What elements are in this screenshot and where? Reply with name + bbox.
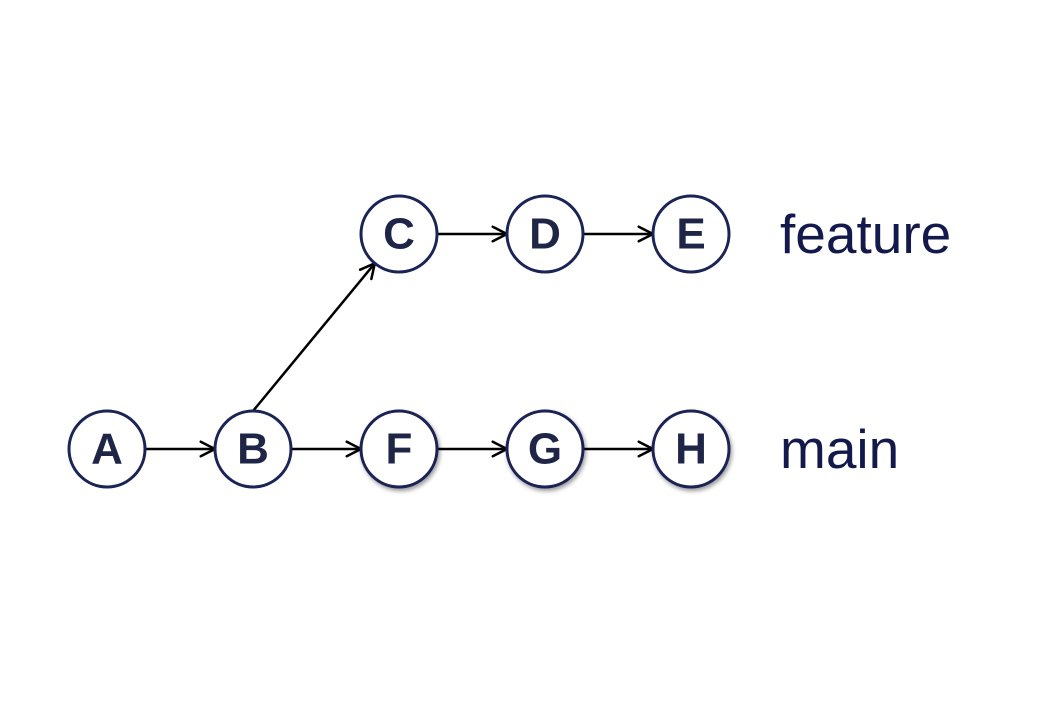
- commit-circle: [359, 194, 439, 274]
- edge-C-D: [435, 225, 509, 243]
- edge-B-C: [251, 262, 377, 413]
- arrowhead-icon: [491, 232, 509, 243]
- arrowhead-icon: [491, 440, 509, 451]
- commit-node-C: C: [359, 194, 439, 274]
- commit-node-D: D: [505, 194, 585, 274]
- commit-letter: A: [91, 425, 123, 474]
- edge-D-E: [581, 225, 655, 243]
- commit-node-B: B: [213, 409, 293, 489]
- commit-letter: G: [528, 425, 562, 474]
- arrowhead-icon: [199, 447, 217, 458]
- commit-circle: [651, 409, 731, 489]
- commit-node-H: H: [651, 409, 731, 489]
- arrowhead-icon: [345, 440, 363, 451]
- commit-circle: [359, 409, 439, 489]
- arrowhead-icon: [358, 262, 377, 271]
- commit-node-E: E: [651, 194, 731, 274]
- commit-circle: [67, 409, 147, 489]
- commit-letter: B: [237, 425, 269, 474]
- arrowhead-icon: [199, 440, 217, 451]
- arrowhead-icon: [637, 225, 655, 236]
- arrowhead-icon: [370, 262, 377, 281]
- arrowhead-icon: [637, 440, 655, 451]
- arrowhead-icon: [637, 232, 655, 243]
- edge-B-F: [289, 440, 363, 458]
- edge-G-H: [581, 440, 655, 458]
- commit-letter: D: [529, 210, 561, 259]
- branch-label-main: main: [780, 418, 899, 480]
- commit-letter: C: [383, 210, 415, 259]
- commit-letter: E: [676, 210, 705, 259]
- commit-circle: [505, 409, 585, 489]
- arrowhead-icon: [491, 447, 509, 458]
- arrowhead-icon: [491, 225, 509, 236]
- arrowhead-icon: [345, 447, 363, 458]
- commit-node-A: A: [67, 409, 147, 489]
- commit-letter: H: [675, 425, 707, 474]
- commit-circle: [213, 409, 293, 489]
- commit-circle: [505, 194, 585, 274]
- branch-label-feature: feature: [780, 203, 951, 265]
- commit-circle: [651, 194, 731, 274]
- commit-node-G: G: [505, 409, 585, 489]
- commit-node-F: F: [359, 409, 439, 489]
- commit-letter: F: [386, 425, 413, 474]
- arrowhead-icon: [637, 447, 655, 458]
- edge-A-B: [143, 440, 217, 458]
- edge-F-G: [435, 440, 509, 458]
